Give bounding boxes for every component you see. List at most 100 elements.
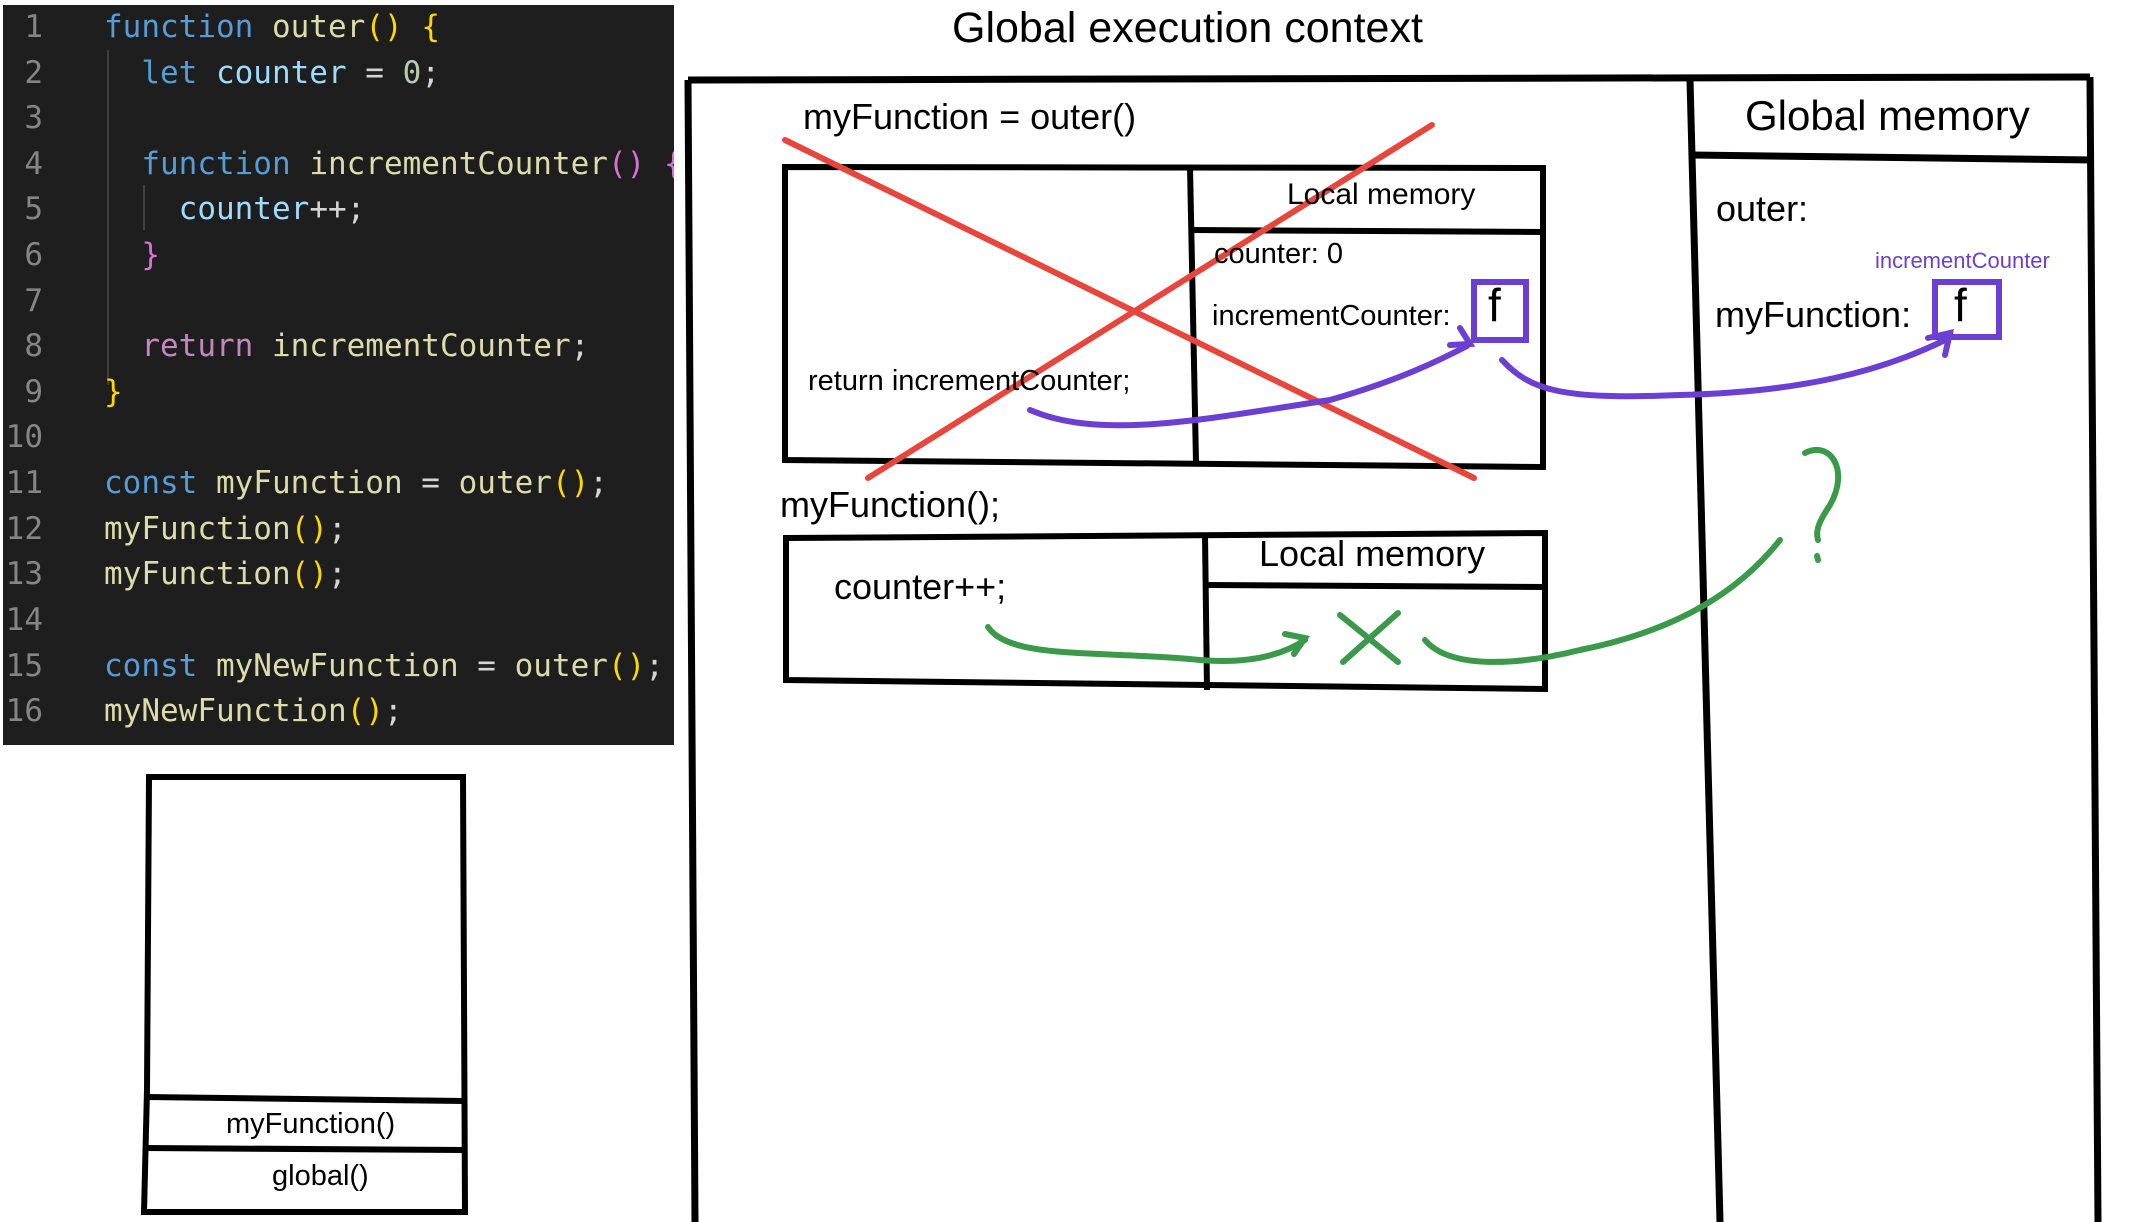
code-token: { xyxy=(664,146,674,182)
code-text: const myFunction = outer(); xyxy=(104,461,608,506)
first-execution-box xyxy=(782,163,1546,471)
code-token: const xyxy=(104,648,216,684)
code-text: let counter = 0; xyxy=(104,51,440,96)
code-line: 5 counter++; xyxy=(3,187,674,232)
code-token: const xyxy=(104,465,216,501)
code-line: 9} xyxy=(3,370,674,415)
code-token: myNewFunction xyxy=(104,693,347,729)
line-number: 9 xyxy=(24,374,43,410)
code-token: myFunction xyxy=(104,556,291,592)
code-token: () xyxy=(551,465,590,501)
code-token: myFunction xyxy=(104,511,291,547)
code-line: 2 let counter = 0; xyxy=(3,51,674,96)
first-local-fn-label: incrementCounter: xyxy=(1212,300,1451,332)
code-token: incrementCounter xyxy=(271,328,571,364)
first-local-fn-glyph: f xyxy=(1488,279,1501,331)
code-token: function xyxy=(104,9,272,45)
code-token: incrementCounter xyxy=(309,146,608,182)
line-number: 1 xyxy=(24,9,43,45)
code-line: 8 return incrementCounter; xyxy=(3,324,674,369)
call-stack xyxy=(140,774,469,1215)
indent-guide xyxy=(107,50,109,385)
red-cross-mark xyxy=(782,122,1477,481)
global-context-frame xyxy=(684,73,2102,1222)
line-number: 16 xyxy=(5,693,43,729)
line-number: 12 xyxy=(5,511,43,547)
code-token: ; xyxy=(327,511,347,547)
global-outer: outer: xyxy=(1716,188,1809,229)
code-line: 12 myFunction(); xyxy=(3,507,674,552)
code-token: outer xyxy=(514,648,608,684)
line-number: 4 xyxy=(24,146,43,182)
line-number: 5 xyxy=(24,191,43,227)
code-line: 15 const myNewFunction = outer(); xyxy=(3,644,674,689)
code-token: counter xyxy=(215,55,347,91)
code-token: = xyxy=(458,648,515,684)
code-line: 4 function incrementCounter() { xyxy=(3,142,674,187)
first-call-return: return incrementCounter; xyxy=(808,365,1131,397)
code-text: } xyxy=(104,233,160,278)
code-token: outer xyxy=(271,9,366,45)
call-stack-divider xyxy=(145,1094,466,1104)
call-stack-outline xyxy=(140,774,469,1215)
code-token: outer xyxy=(458,465,552,501)
diagram-title: Global execution context xyxy=(952,4,1423,52)
code-token: () xyxy=(290,511,328,547)
code-token: counter xyxy=(104,191,310,227)
first-call-label: myFunction = outer() xyxy=(803,96,1137,137)
code-text: return incrementCounter; xyxy=(104,324,589,369)
code-text: myFunction(); xyxy=(104,507,347,552)
code-token: ++; xyxy=(309,191,366,227)
code-token: = xyxy=(402,465,459,501)
global-memory-header: Global memory xyxy=(1745,92,2030,139)
code-token: function xyxy=(104,146,310,182)
code-text: } xyxy=(104,370,123,415)
code-text: const myNewFunction = outer(); xyxy=(104,644,664,689)
global-fn-glyph: f xyxy=(1954,279,1967,331)
first-local-memory-header: Local memory xyxy=(1287,178,1476,211)
code-token: ; xyxy=(570,328,590,364)
second-execution-box xyxy=(783,529,1548,693)
code-token: 0 xyxy=(402,55,422,91)
line-number: 7 xyxy=(24,283,43,319)
first-local-counter: counter: 0 xyxy=(1214,238,1343,270)
code-token: () xyxy=(607,146,664,182)
purple-reference-arrow xyxy=(1027,325,1954,429)
code-text: myNewFunction(); xyxy=(104,689,403,734)
global-fn-box xyxy=(1932,279,2002,340)
code-line: 16 myNewFunction(); xyxy=(3,689,674,734)
second-call-code: counter++; xyxy=(834,566,1007,607)
green-lookup-arrow xyxy=(985,446,1842,665)
code-token: () xyxy=(346,693,384,729)
code-token: ; xyxy=(327,556,347,592)
indent-guide xyxy=(143,185,145,230)
code-line: 11 const myFunction = outer(); xyxy=(3,461,674,506)
line-number: 15 xyxy=(5,648,43,684)
code-token: () xyxy=(607,648,646,684)
call-stack-frame-myfunction: myFunction() xyxy=(226,1108,396,1140)
code-token: } xyxy=(104,237,160,273)
code-text: myFunction(); xyxy=(104,552,347,597)
second-call-label: myFunction(); xyxy=(780,484,1001,525)
local-fn-box xyxy=(1471,279,1529,343)
line-number: 2 xyxy=(24,55,43,91)
code-line: 7 xyxy=(3,279,674,324)
code-text: function incrementCounter() { xyxy=(104,142,674,187)
code-token: ; xyxy=(383,693,403,729)
code-token: myNewFunction xyxy=(215,648,459,684)
line-number: 11 xyxy=(5,465,43,501)
code-line: 14 xyxy=(3,598,674,643)
code-token: ; xyxy=(589,465,608,501)
code-token: () xyxy=(365,9,422,45)
call-stack-frame-global: global() xyxy=(272,1160,369,1192)
code-line: 10 xyxy=(3,415,674,460)
code-token: let xyxy=(104,55,216,91)
code-line: 6 } xyxy=(3,233,674,278)
code-token: () xyxy=(290,556,328,592)
code-text: counter++; xyxy=(104,187,366,232)
code-token: } xyxy=(104,374,123,410)
